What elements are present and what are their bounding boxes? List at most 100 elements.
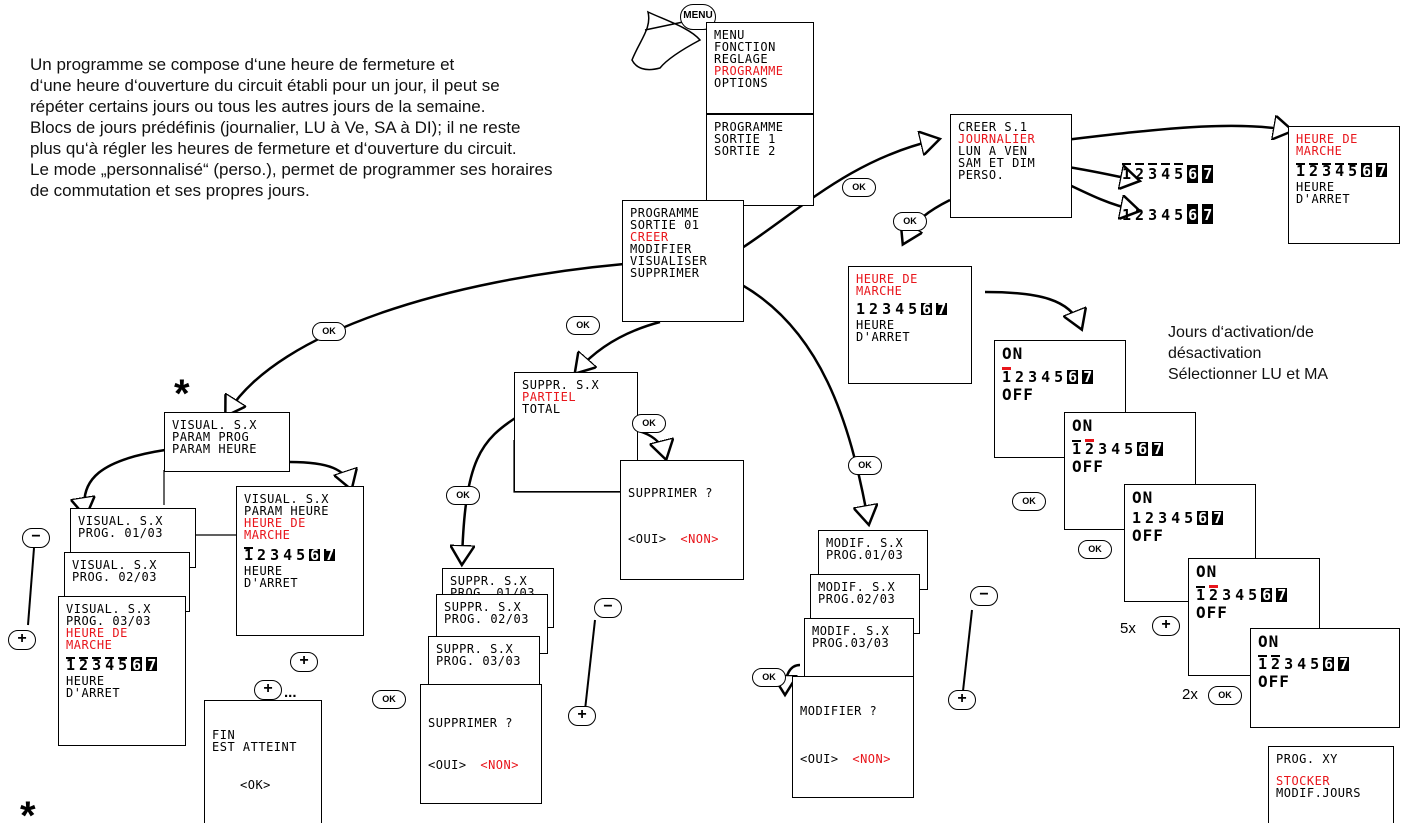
- screen-heure-marche-perso: HEURE DE MARCHE 1 2 3 4 5 6 7 HEURE D'AR…: [848, 266, 972, 384]
- visualiser-item[interactable]: VISUALISER: [630, 254, 708, 268]
- day-5: 5: [1174, 206, 1184, 224]
- day-5: 5: [1054, 368, 1064, 386]
- non-option[interactable]: <NON>: [852, 752, 891, 766]
- suppr-title: SUPPR. S.X: [436, 642, 514, 656]
- perso-item[interactable]: PERSO.: [958, 168, 1005, 182]
- day-3: 3: [1322, 162, 1332, 180]
- ok-button[interactable]: OK: [1078, 540, 1112, 559]
- sortie-1-item[interactable]: SORTIE 1: [714, 132, 776, 146]
- plus-button[interactable]: +: [948, 690, 976, 710]
- ok-button[interactable]: OK: [842, 178, 876, 197]
- prog-03-label: PROG.03/03: [812, 636, 890, 650]
- minus-button[interactable]: −: [970, 586, 998, 606]
- prog-03-label: PROG. 03/03: [66, 614, 151, 628]
- day-7: 7: [1338, 655, 1350, 673]
- day-5: 5: [1248, 586, 1258, 604]
- plus-button[interactable]: +: [1152, 616, 1180, 636]
- day-4: 4: [283, 546, 293, 564]
- footnote-star: *: [20, 794, 36, 823]
- answer-row: <OUI> <NON>: [428, 759, 534, 771]
- darret-label: D'ARRET: [1296, 192, 1351, 206]
- ok-button[interactable]: OK: [566, 316, 600, 335]
- ok-button[interactable]: OK: [446, 486, 480, 505]
- non-option[interactable]: <NON>: [480, 758, 519, 772]
- ok-button[interactable]: OK: [1012, 492, 1046, 511]
- screen-fin: FIN EST ATTEINT <OK>: [204, 700, 322, 823]
- day-3: 3: [1148, 206, 1158, 224]
- day-6: 6: [1137, 440, 1149, 458]
- day-3: 3: [1284, 655, 1294, 673]
- intro-line: de commutation et ses propres jours.: [30, 181, 310, 200]
- modifier-item[interactable]: MODIFIER: [630, 242, 692, 256]
- plus-button[interactable]: +: [568, 706, 596, 726]
- screen-heure-marche-journalier: HEURE DE MARCHE 1 2 3 4 5 6 7 HEURE D'AR…: [1288, 126, 1400, 244]
- plus-button[interactable]: +: [254, 680, 282, 700]
- stocker-item[interactable]: STOCKER: [1276, 774, 1331, 788]
- day-7: 7: [1376, 162, 1388, 180]
- menu-item-reglage[interactable]: REGLAGE: [714, 52, 769, 66]
- day-3: 3: [92, 656, 102, 674]
- sortie-2-item[interactable]: SORTIE 2: [714, 144, 776, 158]
- partiel-item[interactable]: PARTIEL: [522, 390, 577, 404]
- modif-jours-item[interactable]: MODIF.JOURS: [1276, 786, 1361, 800]
- modif-title: MODIF. S.X: [812, 624, 890, 638]
- menu-item-fonction[interactable]: FONCTION: [714, 40, 776, 54]
- visual-title: VISUAL. S.X: [66, 602, 151, 616]
- ok-button[interactable]: OK: [632, 414, 666, 433]
- ok-button[interactable]: OK: [848, 456, 882, 475]
- sam-et-dim-item[interactable]: SAM ET DIM: [958, 156, 1036, 170]
- oui-option[interactable]: <OUI>: [800, 752, 839, 766]
- param-prog-item[interactable]: PARAM PROG: [172, 430, 250, 444]
- lun-a-ven-item[interactable]: LUN A VEN: [958, 144, 1028, 158]
- screen-visual-prog-03: VISUAL. S.X PROG. 03/03 HEURE DE MARCHE …: [58, 596, 186, 746]
- day-1: 1: [1132, 509, 1142, 527]
- plus-button[interactable]: +: [290, 652, 318, 672]
- ok-button[interactable]: OK: [1208, 686, 1242, 705]
- plus-button[interactable]: +: [8, 630, 36, 650]
- total-item[interactable]: TOTAL: [522, 402, 561, 416]
- day-3: 3: [1148, 163, 1158, 183]
- day-6: 6: [1067, 368, 1079, 386]
- day-2: 2: [257, 546, 267, 564]
- days-instructions: Jours d‘activation/de désactivation Séle…: [1168, 322, 1328, 385]
- on-label: ON: [1072, 416, 1094, 435]
- heure-label: HEURE: [66, 674, 105, 688]
- day-1: 1: [1296, 162, 1306, 180]
- day-3: 3: [1098, 440, 1108, 458]
- day-7: 7: [1152, 440, 1164, 458]
- day-7: 7: [936, 300, 948, 318]
- on-label: ON: [1132, 488, 1154, 507]
- ok-button[interactable]: OK: [372, 690, 406, 709]
- non-option[interactable]: <NON>: [680, 532, 719, 546]
- ok-button[interactable]: OK: [752, 668, 786, 687]
- day-6: 6: [1187, 204, 1199, 224]
- instruction-line: désactivation: [1168, 345, 1262, 362]
- oui-option[interactable]: <OUI>: [628, 532, 667, 546]
- ok-button[interactable]: OK: [312, 322, 346, 341]
- heure-de-label: HEURE DE: [244, 516, 306, 530]
- day-3: 3: [1158, 509, 1168, 527]
- menu-button[interactable]: MENU: [680, 4, 716, 30]
- journalier-item[interactable]: JOURNALIER: [958, 132, 1036, 146]
- param-heure-item[interactable]: PARAM HEURE: [172, 442, 257, 456]
- footnote-star: *: [174, 372, 190, 416]
- day-4: 4: [1297, 655, 1307, 673]
- off-label: OFF: [1258, 672, 1290, 691]
- oui-option[interactable]: <OUI>: [428, 758, 467, 772]
- supprimer-item[interactable]: SUPPRIMER: [630, 266, 700, 280]
- day-1: 1: [66, 656, 76, 674]
- menu-item-programme[interactable]: PROGRAMME: [714, 64, 784, 78]
- suppr-title: SUPPR. S.X: [444, 600, 522, 614]
- minus-button[interactable]: −: [594, 598, 622, 618]
- intro-line: Blocs de jours prédéfinis (journalier, L…: [30, 118, 521, 137]
- menu-item-options[interactable]: OPTIONS: [714, 76, 769, 90]
- minus-button[interactable]: −: [22, 528, 50, 548]
- creer-item[interactable]: CREER: [630, 230, 669, 244]
- ok-option[interactable]: <OK>: [240, 778, 271, 792]
- day-4: 4: [895, 300, 905, 318]
- suppr-title: SUPPR. S.X: [522, 378, 600, 392]
- menu-title: MENU: [714, 28, 745, 42]
- intro-line: Un programme se compose d‘une heure de f…: [30, 55, 455, 74]
- ok-button[interactable]: OK: [893, 212, 927, 231]
- day-5: 5: [908, 300, 918, 318]
